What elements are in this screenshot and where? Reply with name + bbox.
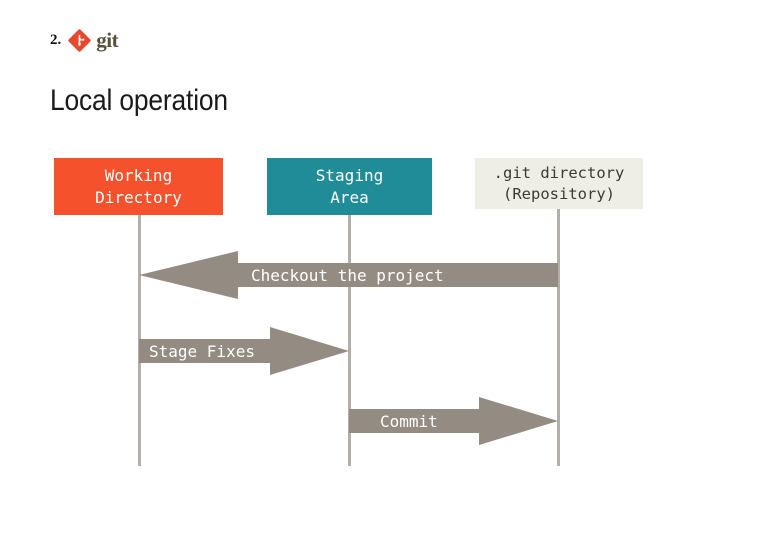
arrow-label-commit: Commit (380, 412, 438, 431)
arrow-label-stage-fixes: Stage Fixes (149, 342, 255, 361)
arrow-checkout-shape (139, 251, 558, 299)
git-logo: git (68, 27, 119, 52)
node-staging-area: Staging Area (267, 158, 432, 215)
git-wordmark: git (96, 27, 119, 52)
arrow-commit-shape (349, 397, 558, 445)
node-git-directory: .git directory (Repository) (475, 158, 643, 209)
lifeline-git-directory (557, 209, 560, 466)
slide-header: 2. git (50, 26, 119, 54)
node-working-directory: Working Directory (54, 158, 223, 215)
git-diamond-logo-icon (68, 28, 91, 52)
arrow-stage-fixes-shape (139, 327, 349, 375)
page-title: Local operation (50, 84, 228, 117)
slide-number: 2. (50, 31, 62, 48)
lifeline-staging-area (348, 215, 351, 466)
arrow-label-checkout: Checkout the project (251, 266, 444, 285)
